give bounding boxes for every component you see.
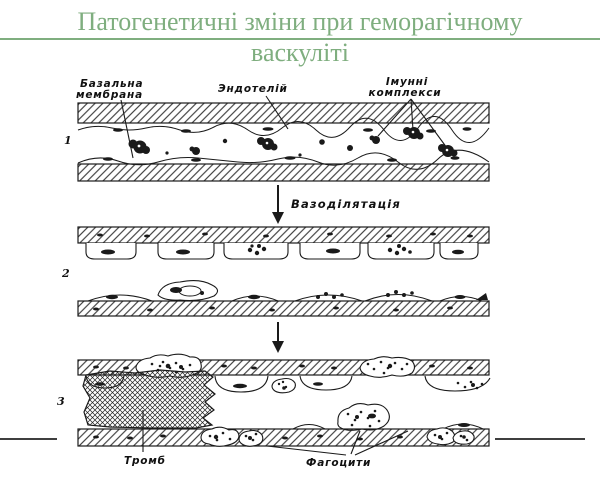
annotation-thrombus: Тромб <box>124 410 166 467</box>
stage-3-number: 3 <box>57 395 65 408</box>
stage-1-vessel: 1 <box>64 102 490 182</box>
stage-2-number: 2 <box>61 267 70 280</box>
annotation-phagocytes: Фагоцити <box>266 430 409 469</box>
phagocytes-in-bottom-wall-left <box>200 426 264 447</box>
immune-complexes-label-2: комплекси <box>369 87 442 99</box>
stage-2-vessel: 2 <box>61 226 490 317</box>
phagocyte-above-bottom-wall <box>337 402 390 431</box>
phagocytes-label: Фагоцити <box>306 457 371 469</box>
basal-membrane-label: Базальна <box>80 78 143 90</box>
phagocytes-in-bottom-wall-right <box>426 427 475 446</box>
stage2-top-wall <box>77 226 490 244</box>
immune-complexes-label: Імунні <box>386 76 428 88</box>
thrombus-label: Тромб <box>124 455 166 467</box>
bottom-rule-right <box>495 438 585 440</box>
slide-title-line1: Патогенетичні зміни при геморагічному <box>77 7 523 36</box>
stage1-top-basal-membrane <box>77 102 490 124</box>
slide-title-line2: васкуліті <box>251 38 349 67</box>
stage2-endothelial-cells-bottom <box>87 290 488 302</box>
stage-transition-arrow <box>272 322 284 353</box>
basal-membrane-label-2: мембрана <box>76 89 143 101</box>
stage2-bottom-wall <box>77 300 490 317</box>
stage1-bottom-basal-membrane <box>77 163 490 182</box>
endothelium-label: Эндотелій <box>218 83 288 95</box>
stage2-migrating-cell <box>157 279 219 302</box>
thrombus-shape <box>82 369 216 429</box>
stage-1-number: 1 <box>64 134 72 147</box>
immune-complex-blobs <box>128 127 458 157</box>
stage3-bottom-cell-bump <box>292 423 326 430</box>
bottom-rule-left <box>0 438 57 440</box>
vasodilation-arrow: Вазоділятація <box>272 185 401 224</box>
stage-3-vessel: 3 <box>57 353 491 447</box>
slide-title: Патогенетичні зміни при геморагічному ва… <box>0 6 600 68</box>
stage2-endothelial-cells-top <box>85 243 479 260</box>
vasodilation-label: Вазоділятація <box>291 197 401 211</box>
phagocytes-pointer-lines <box>266 430 409 456</box>
title-underline <box>0 38 600 40</box>
phagocyte-in-top-wall-right <box>359 356 416 378</box>
